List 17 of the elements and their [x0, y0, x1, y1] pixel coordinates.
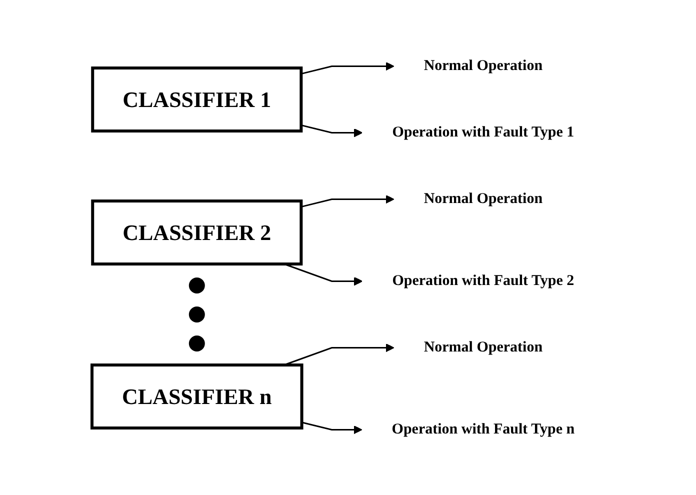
- node-circle: [188, 335, 205, 351]
- arrow: [300, 61, 394, 74]
- node-circle: [188, 277, 205, 293]
- node-text: Operation with Fault Type 1: [392, 124, 574, 140]
- arrow: [300, 194, 394, 208]
- node-circle: [188, 306, 205, 322]
- node-text: Operation with Fault Type n: [391, 421, 574, 437]
- node-text: Normal Operation: [424, 58, 542, 74]
- arrow: [301, 421, 362, 434]
- node-text: Operation with Fault Type 2: [392, 272, 574, 288]
- node-box: CLASSIFIER 2: [90, 199, 302, 265]
- arrow: [284, 262, 362, 286]
- node-box: CLASSIFIER 1: [90, 66, 302, 132]
- node-text: Normal Operation: [424, 190, 542, 206]
- node-box: CLASSIFIER n: [90, 363, 303, 429]
- node-text: Normal Operation: [424, 339, 542, 355]
- arrow: [300, 124, 362, 137]
